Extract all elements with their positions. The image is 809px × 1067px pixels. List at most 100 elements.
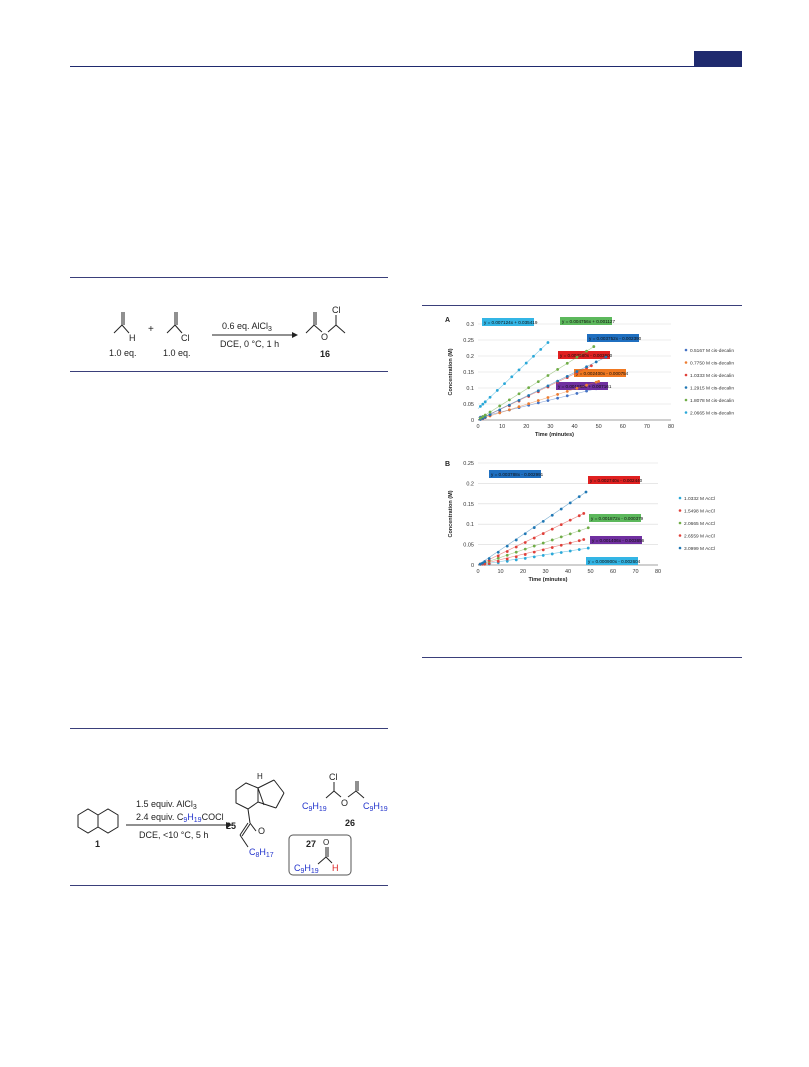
data-point: [517, 392, 521, 396]
data-point: [582, 512, 586, 515]
panel-label: B: [445, 461, 450, 468]
legend-entry: 2.0665 M cis-decalin: [690, 411, 734, 417]
data-point: [496, 556, 500, 560]
data-point: [483, 415, 487, 419]
product25-h-label: H: [257, 772, 263, 781]
data-point: [586, 526, 590, 530]
scheme2-cond3: DCE, <10 °C, 5 h: [139, 830, 208, 840]
product27-number: 27: [306, 839, 316, 849]
data-point: [507, 408, 511, 412]
legend-entry: 1.8078 M cis-decalin: [690, 398, 734, 404]
data-point: [498, 404, 502, 408]
data-point: [514, 558, 518, 562]
data-point: [527, 386, 531, 390]
acetyl-chloride-structure: [166, 312, 183, 334]
data-point: [550, 552, 554, 556]
scheme1-top-rule: [70, 277, 388, 278]
equation-label-box: [586, 557, 638, 565]
data-point: [510, 375, 514, 379]
y-tick-label: 0.2: [466, 481, 474, 487]
data-point: [532, 536, 536, 540]
product16-cl-label: Cl: [332, 305, 341, 315]
y-axis-label: Concentration (M): [448, 490, 454, 537]
equation-label-box: [587, 334, 639, 342]
legend-entry: 1.0333 M cis-decalin: [690, 373, 734, 379]
equation-label-box: [590, 536, 642, 544]
data-point: [541, 520, 545, 523]
x-tick-label: 0: [476, 424, 479, 430]
x-tick-label: 10: [499, 424, 505, 430]
legend-entry: 1.2915 M cis-decalin: [690, 386, 734, 392]
legend-marker: [678, 546, 682, 550]
data-point: [556, 396, 560, 400]
data-point: [597, 379, 601, 383]
equation-label-box: [588, 476, 640, 484]
data-point: [487, 559, 491, 562]
data-point: [532, 550, 536, 554]
data-point: [487, 557, 491, 560]
scheme2-top-rule: [70, 728, 388, 729]
data-point: [536, 399, 540, 402]
data-point: [517, 368, 521, 372]
scheme2-figure: 1 1.5 equiv. AlCl3 2.4 equiv. C9H19COCl …: [77, 772, 388, 876]
product25-o-label: O: [258, 826, 265, 836]
data-point: [559, 543, 563, 547]
x-tick-label: 70: [644, 424, 650, 430]
data-point: [546, 341, 550, 344]
x-tick-label: 70: [632, 569, 638, 575]
product26-cl-label: Cl: [329, 772, 338, 782]
data-point: [536, 401, 540, 405]
y-axis-label: Concentration (M): [448, 348, 454, 395]
data-point: [577, 529, 581, 533]
data-point: [532, 544, 536, 548]
x-axis-label: Time (minutes): [535, 432, 574, 438]
equation-label-box: [556, 382, 608, 390]
data-point: [586, 546, 590, 550]
data-point: [541, 541, 545, 545]
data-point: [577, 495, 581, 499]
x-tick-label: 30: [547, 424, 553, 430]
data-point: [565, 394, 569, 398]
data-point: [514, 538, 518, 542]
data-point: [481, 402, 485, 406]
data-point: [532, 555, 536, 559]
y-tick-label: 0.25: [463, 461, 474, 467]
reactant2-eq: 1.0 eq.: [163, 348, 191, 358]
x-tick-label: 60: [620, 424, 626, 430]
data-point: [481, 561, 484, 565]
legend-marker: [678, 509, 682, 512]
data-point: [514, 555, 518, 559]
product26-number: 26: [345, 818, 355, 828]
data-point: [487, 562, 491, 566]
data-point: [584, 490, 588, 494]
product16-number: 16: [320, 349, 330, 359]
data-point: [478, 562, 482, 566]
data-point: [505, 557, 509, 561]
data-point: [517, 405, 521, 409]
product26-structure: [325, 781, 365, 799]
product25-number: 25: [226, 821, 236, 831]
data-point: [483, 400, 487, 404]
data-point: [565, 374, 569, 378]
data-point: [539, 347, 543, 351]
data-point: [575, 355, 579, 359]
y-tick-label: 0: [471, 418, 474, 424]
data-point: [559, 535, 563, 539]
scheme2-cond1: 1.5 equiv. AlCl3: [136, 799, 197, 811]
data-point: [536, 389, 540, 393]
scheme1-figure: H 1.0 eq. + Cl 1.0 eq. 0.6 eq. AlCl3 DCE…: [109, 305, 346, 359]
data-point: [495, 389, 499, 392]
x-tick-label: 50: [587, 569, 593, 575]
compound1-number: 1: [95, 839, 100, 849]
data-point: [556, 393, 560, 396]
trendline: [477, 513, 584, 566]
data-point: [536, 380, 540, 383]
data-point: [594, 360, 598, 364]
scheme2-cond2: 2.4 equiv. C9H19COCl: [136, 812, 224, 824]
data-point: [507, 403, 511, 407]
product26-right-chain: C9H19: [363, 801, 388, 813]
data-point: [532, 354, 535, 358]
legend-entry: 0.5167 M cis-decalin: [690, 348, 734, 354]
data-point: [488, 395, 492, 399]
data-point: [483, 560, 487, 563]
